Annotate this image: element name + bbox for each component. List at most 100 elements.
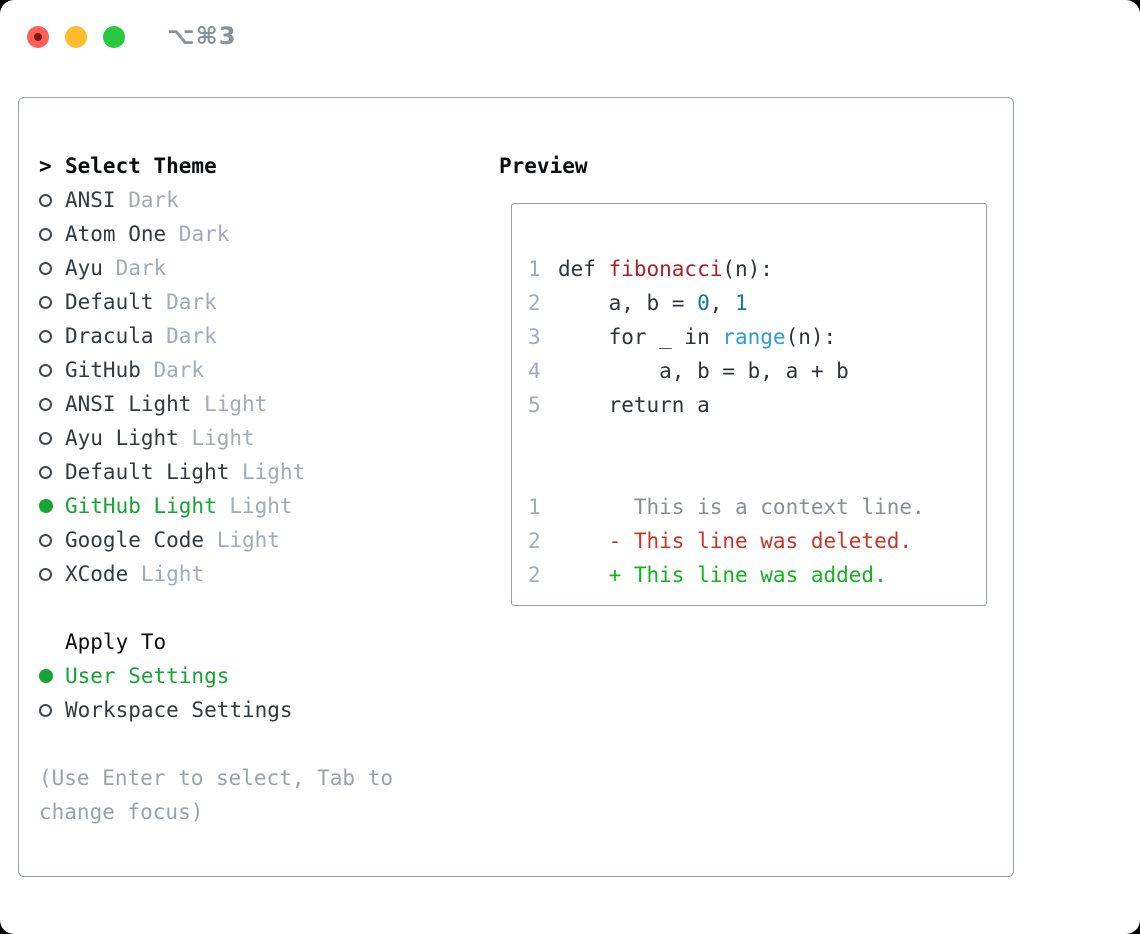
theme-variant-label: Light [204, 528, 280, 552]
select-theme-header: > Select Theme [39, 149, 393, 183]
line-number: 1 [528, 257, 541, 281]
code-segment-plain: return a [558, 393, 710, 417]
code-segment-number: 0 [697, 291, 710, 315]
radio-unselected-icon [39, 567, 52, 581]
theme-variant-label: Dark [153, 324, 217, 348]
radio-unselected-icon [39, 533, 52, 547]
radio-unselected-icon [39, 295, 52, 309]
theme-list-label: Default [65, 290, 154, 314]
radio-selected-icon [39, 669, 53, 683]
radio-selected-icon [39, 499, 53, 513]
line-number: 2 [528, 563, 541, 587]
theme-list-item[interactable]: Ayu Light Light [39, 421, 393, 455]
apply-to-header: Apply To [39, 625, 393, 659]
apply-to-option-label: Workspace Settings [65, 698, 293, 722]
line-number: 3 [528, 325, 541, 349]
code-segment-number: 1 [735, 291, 748, 315]
theme-list-item[interactable]: Default Light Light [39, 455, 393, 489]
theme-list-label: Google Code [65, 528, 205, 552]
code-segment-plain: (n): [785, 325, 837, 349]
theme-list-item[interactable]: Google Code Light [39, 523, 393, 557]
theme-list-label: Ayu Light [65, 426, 179, 450]
close-button[interactable] [27, 26, 49, 48]
apply-to-option-item[interactable]: User Settings [39, 659, 393, 693]
radio-unselected-icon [39, 227, 52, 241]
theme-variant-label: Dark [166, 222, 230, 246]
apply-to-option-label: User Settings [65, 664, 230, 688]
theme-variant-label: Light [191, 392, 268, 416]
line-number: 1 [528, 495, 541, 519]
radio-unselected-icon [39, 329, 52, 343]
line-number: 2 [528, 529, 541, 553]
theme-list-item[interactable]: GitHub Light Light [39, 489, 393, 523]
radio-unselected-icon [39, 193, 52, 207]
code-segment-plain: def [558, 257, 609, 281]
theme-variant-label: Light [178, 426, 255, 450]
theme-list-label: GitHub Light [65, 494, 217, 518]
code-line: 5 return a [528, 388, 986, 422]
select-theme-title: Select Theme [65, 154, 217, 178]
radio-unselected-icon [39, 397, 52, 411]
theme-list-item[interactable]: Default Dark [39, 285, 393, 319]
line-number: 5 [528, 393, 541, 417]
theme-list-label: GitHub [65, 358, 141, 382]
code-line: 1 def fibonacci(n): [528, 252, 986, 286]
radio-unselected-icon [39, 431, 52, 445]
theme-list-label: Ayu [65, 256, 103, 280]
line-number: 4 [528, 359, 541, 383]
code-segment-plain: a, b = [558, 291, 698, 315]
theme-list-label: XCode [65, 562, 129, 586]
maximize-button[interactable] [103, 26, 125, 48]
code-segment-func: fibonacci [608, 257, 723, 281]
code-segment-plain: a, b = b, a + b [558, 359, 849, 383]
diff-line: 2 + This line was added. [528, 558, 986, 592]
line-number: 2 [528, 291, 541, 315]
theme-list-item[interactable]: Ayu Dark [39, 251, 393, 285]
minimize-button[interactable] [65, 26, 87, 48]
theme-list-label: ANSI Light [65, 392, 192, 416]
theme-list-item[interactable]: Atom One Dark [39, 217, 393, 251]
code-segment-plain: , [709, 291, 736, 315]
apply-to-option-item[interactable]: Workspace Settings [39, 693, 393, 727]
code-line: 2 a, b = 0, 1 [528, 286, 986, 320]
theme-variant-label: Dark [115, 188, 179, 212]
preview-title: Preview [499, 154, 588, 178]
diff-line: 2 - This line was deleted. [528, 524, 986, 558]
hint-text: (Use Enter to select, Tab to change focu… [39, 761, 393, 829]
theme-list-item[interactable]: Dracula Dark [39, 319, 393, 353]
traffic-lights [27, 26, 125, 48]
code-segment-plain: (n): [722, 257, 773, 281]
hint-line-1: (Use Enter to select, Tab to [39, 766, 394, 790]
diff-line: 1 This is a context line. [528, 490, 986, 524]
theme-list-item[interactable]: GitHub Dark [39, 353, 393, 387]
gap [39, 727, 393, 761]
theme-list-label: Dracula [65, 324, 154, 348]
code-segment-plain: for _ in [558, 325, 723, 349]
code-segment-added: + This line was added. [558, 563, 887, 587]
radio-unselected-icon [39, 363, 52, 377]
theme-list-label: Default Light [65, 460, 230, 484]
gap [39, 591, 393, 625]
theme-list-item[interactable]: ANSI Dark [39, 183, 393, 217]
code-segment-context: This is a context line. [558, 495, 925, 519]
theme-list-label: Atom One [65, 222, 167, 246]
theme-variant-label: Dark [140, 358, 205, 382]
code-segment-deleted: - This line was deleted. [558, 529, 913, 553]
apply-to-title: Apply To [65, 630, 167, 654]
theme-list-item[interactable]: XCode Light [39, 557, 393, 591]
theme-variant-label: Dark [153, 290, 217, 314]
gap [528, 422, 986, 490]
close-modified-dot-icon [34, 33, 42, 41]
code-segment-builtin: range [722, 325, 786, 349]
theme-list-item[interactable]: ANSI Light Light [39, 387, 393, 421]
window-title: ⌥⌘3 [167, 22, 237, 50]
theme-list-label: ANSI [65, 188, 116, 212]
theme-variant-label: Light [128, 562, 205, 586]
theme-variant-label: Light [229, 460, 306, 484]
